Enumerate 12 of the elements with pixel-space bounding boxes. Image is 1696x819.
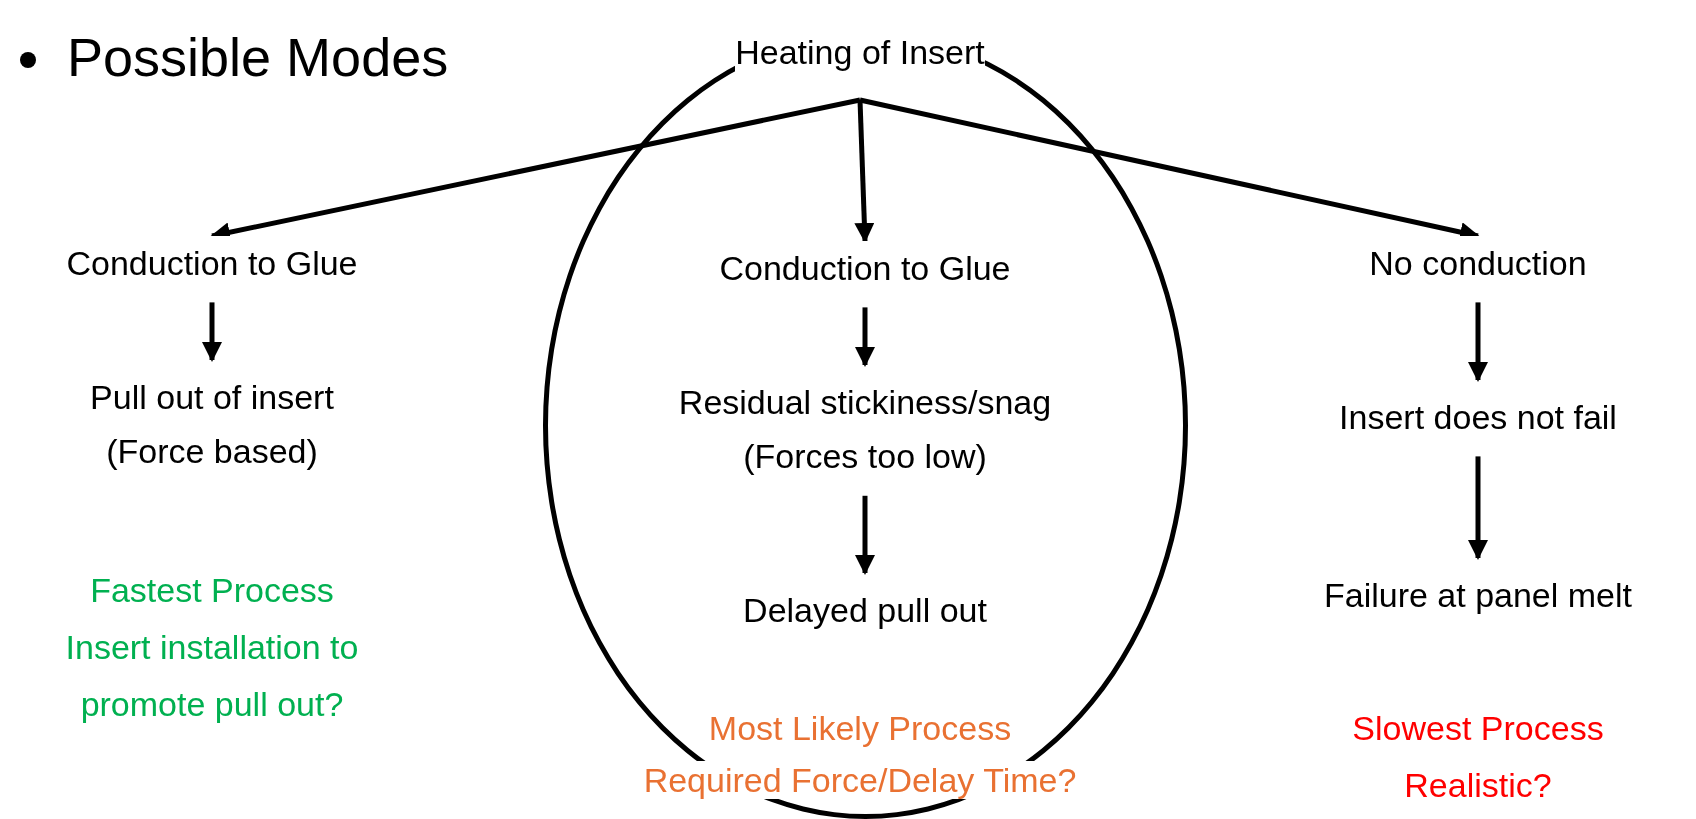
arrow	[1468, 456, 1488, 560]
note-text: Realistic?	[1404, 766, 1552, 804]
arrow	[854, 99, 875, 243]
arrow	[855, 495, 875, 575]
arrow	[1468, 302, 1488, 382]
note-text: Fastest Process	[90, 571, 334, 609]
title: Possible Modes	[67, 26, 449, 89]
arrow	[202, 302, 222, 362]
note-text: Slowest Process	[1352, 709, 1604, 747]
arrow	[855, 307, 875, 367]
note-text: Insert installation to promote pull out?	[65, 628, 359, 723]
note-text: Required Force/Delay Time?	[643, 761, 1077, 799]
